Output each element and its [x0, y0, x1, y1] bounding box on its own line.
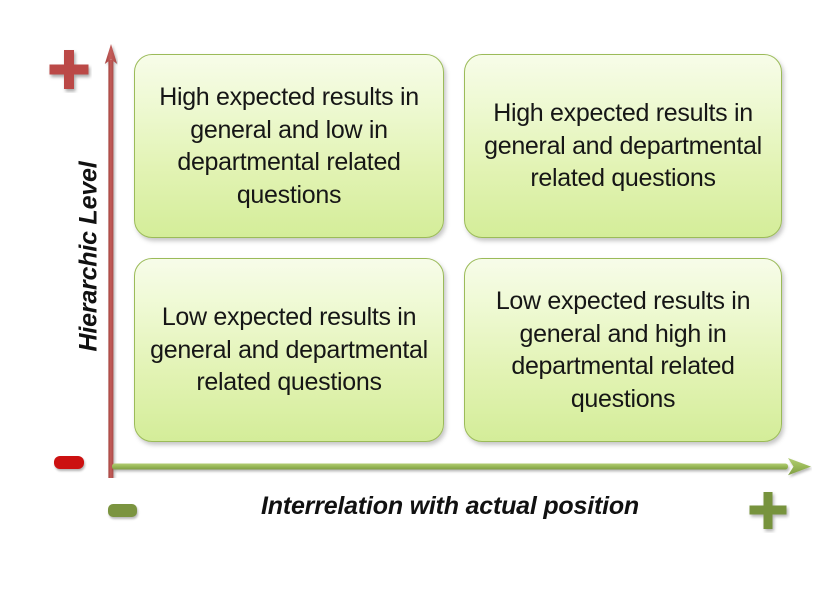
y-axis-label: Hierarchic Level [74, 161, 103, 352]
x-axis-arrow [112, 455, 812, 481]
quadrant-top-left-text: High expected results in general and low… [159, 83, 419, 209]
y-axis-arrow [104, 44, 118, 478]
y-axis-minus-icon [54, 456, 84, 469]
x-axis-plus-icon [746, 489, 790, 533]
quadrant-top-right-text: High expected results in general and dep… [484, 99, 762, 193]
x-axis-minus-icon [108, 504, 137, 517]
quadrant-bottom-left-text: Low expected results in general and depa… [150, 303, 428, 397]
quadrant-bottom-left: Low expected results in general and depa… [134, 258, 444, 442]
x-axis-label: Interrelation with actual position [261, 492, 639, 520]
quadrant-top-left: High expected results in general and low… [134, 54, 444, 238]
quadrant-bottom-right: Low expected results in general and high… [464, 258, 782, 442]
quadrant-top-right: High expected results in general and dep… [464, 54, 782, 238]
quadrant-bottom-right-text: Low expected results in general and high… [495, 287, 751, 413]
y-axis-plus-icon [46, 47, 92, 93]
